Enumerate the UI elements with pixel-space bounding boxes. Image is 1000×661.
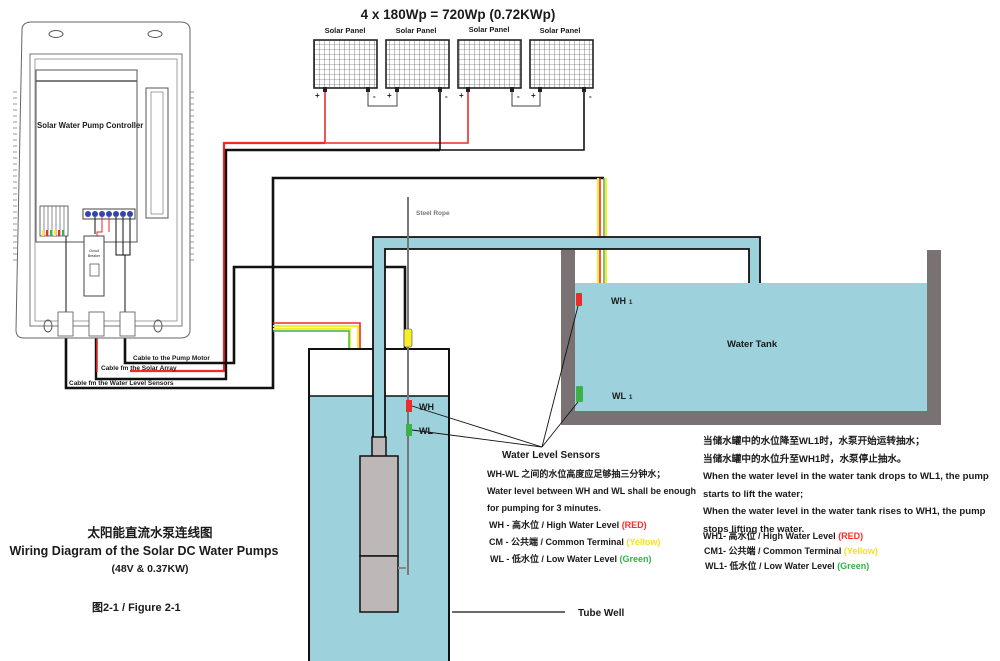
cable-label-solar-array: Cable fm the Solar Array [101, 365, 177, 372]
steel-rope-label: Steel Rope [416, 210, 450, 217]
water-tank-label: Water Tank [727, 339, 778, 350]
circuit-breaker: Circuit Breaker [83, 235, 105, 297]
water-level-sensors-label: Water Level Sensors [502, 450, 600, 461]
tank-note-line: stops lifting the water. [703, 523, 805, 535]
figure-caption: 图2-1 / Figure 2-1 [92, 602, 181, 614]
panel-minus: - [445, 92, 448, 101]
solar-panel [529, 39, 594, 92]
panel-plus: + [531, 91, 536, 100]
well-legend-cm: CM - 公共端 / Common Terminal (Yellow) [489, 537, 661, 547]
steel-rope [403, 197, 413, 575]
svg-text:Breaker: Breaker [88, 254, 101, 258]
pump-motor-cable [123, 265, 407, 580]
tank-legend-wh1: WH1- 高水位 / High Water Level (RED) [703, 531, 864, 541]
submersible-pump [359, 436, 406, 613]
panel-label: Solar Panel [469, 25, 510, 34]
pump-controller: Circuit Breaker [13, 21, 194, 339]
wl1-sensor [576, 386, 583, 402]
array-heading: 4 x 180Wp = 720Wp (0.72KWp) [361, 7, 556, 22]
wh-label: WH [419, 402, 434, 412]
panel-plus: + [315, 91, 320, 100]
panel-minus: - [517, 92, 520, 101]
cable-glands [57, 311, 136, 337]
solar-panel [385, 39, 450, 92]
solar-array [313, 39, 594, 107]
tank-note-line: 当储水罐中的水位升至WH1时，水泵停止抽水。 [703, 453, 907, 465]
tank-legend-wl1: WL1- 低水位 / Low Water Level (Green) [705, 561, 870, 571]
tank-note-line: When the water level in the water tank r… [703, 506, 986, 517]
tank-notes: 当储水罐中的水位降至WL1时，水泵开始运转抽水； 当储水罐中的水位升至WH1时，… [703, 433, 989, 538]
cable-label-pump-motor: Cable to the Pump Motor [133, 355, 210, 362]
panel-label: Solar Panel [540, 26, 581, 35]
well-legend-wl: WL - 低水位 / Low Water Level (Green) [490, 554, 652, 564]
water-tank [561, 250, 941, 425]
title-en: Wiring Diagram of the Solar DC Water Pum… [9, 544, 279, 558]
panel-minus: - [589, 92, 592, 101]
panel-minus: - [373, 92, 376, 101]
wl-sensor [406, 424, 412, 436]
panel-plus: + [387, 91, 392, 100]
panel-plus: + [459, 91, 464, 100]
svg-text:Circuit: Circuit [89, 249, 99, 253]
tank-note-line: starts to lift the water; [703, 488, 804, 500]
tank-legend-cm1: CM1- 公共端 / Common Terminal (Yellow) [704, 546, 878, 556]
well-legend-wh: WH - 高水位 / High Water Level (RED) [489, 520, 647, 530]
title-zh: 太阳能直流水泵连线图 [87, 526, 213, 540]
well-note-line: WH-WL 之间的水位高度应足够抽三分钟水； [487, 469, 666, 479]
tank-note-line: 当储水罐中的水位降至WL1时，水泵开始运转抽水； [703, 436, 925, 447]
power-terminal-block [82, 208, 136, 334]
solar-panel [313, 39, 378, 92]
well-notes: WH-WL 之间的水位高度应足够抽三分钟水； Water level betwe… [487, 466, 696, 568]
panel-label: Solar Panel [396, 26, 437, 35]
cable-label-level-sensors: Cable fm the Water Level Sensors [69, 380, 174, 387]
sensor-leader-lines [411, 305, 579, 448]
well-note-line: for pumping for 3 minutes. [487, 503, 601, 513]
wh1-sensor [576, 293, 582, 306]
wl-label: WL [419, 426, 433, 436]
solar-array-cable [94, 92, 585, 381]
title-spec: (48V & 0.37KW) [111, 563, 189, 575]
controller-label: Solar Water Pump Controller [37, 121, 143, 130]
delivery-pipe [372, 236, 761, 437]
wh-sensor [406, 400, 412, 412]
panel-label: Solar Panel [325, 26, 366, 35]
well-note-line: Water level between WH and WL shall be e… [487, 486, 697, 496]
tube-well-label: Tube Well [578, 608, 625, 619]
tank-legend: WH1- 高水位 / High Water Level (RED) CM1- 公… [703, 529, 878, 574]
tank-note-line: When the water level in the water tank d… [703, 471, 989, 482]
solar-panel [457, 39, 522, 92]
diagram-title: 太阳能直流水泵连线图 Wiring Diagram of the Solar D… [0, 524, 300, 578]
